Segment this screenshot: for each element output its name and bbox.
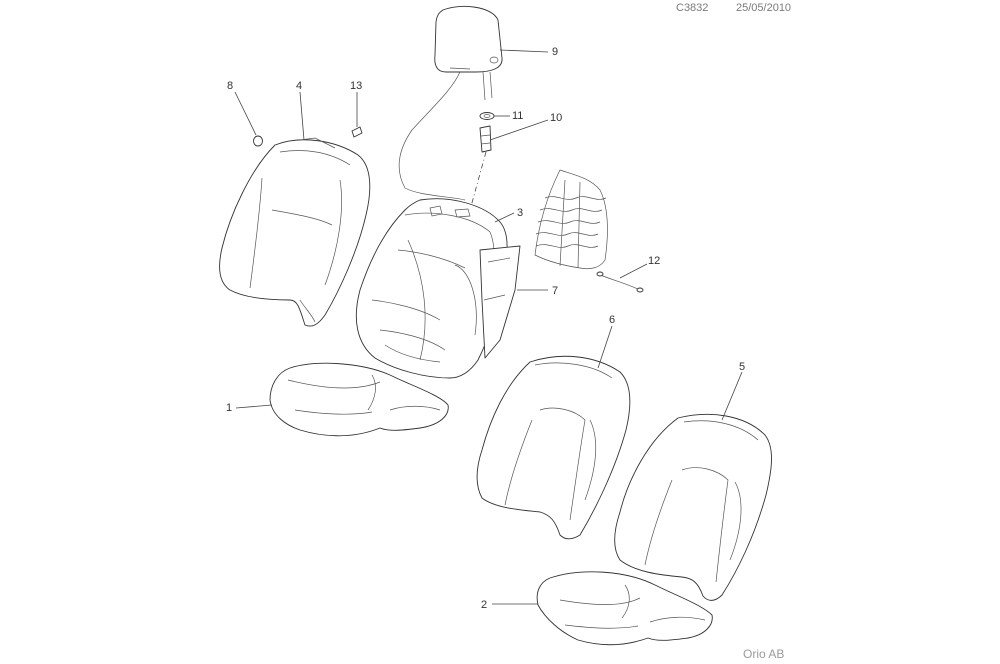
leader-lines xyxy=(234,49,743,605)
drawing-code: C3832 xyxy=(676,2,709,14)
callout-3: 3 xyxy=(517,207,523,219)
part-spring-mat xyxy=(534,169,608,270)
callout-5: 5 xyxy=(739,361,745,373)
part-seat-cushion-pad xyxy=(269,362,449,437)
part-headrest xyxy=(398,5,503,201)
callout-labels: 1 2 3 4 5 6 7 8 9 10 11 12 13 xyxy=(226,46,745,611)
part-backrest-cover-middle xyxy=(476,355,631,540)
part-clip xyxy=(253,135,263,147)
part-seat-cushion-cover xyxy=(536,571,713,646)
callout-13: 13 xyxy=(350,80,362,92)
callout-10: 10 xyxy=(550,112,562,124)
part-headrest-guide xyxy=(479,125,492,153)
drawing-date: 25/05/2010 xyxy=(736,2,792,14)
callout-8: 8 xyxy=(227,80,233,92)
callout-11: 11 xyxy=(512,110,523,122)
part-side-panel xyxy=(479,245,521,359)
callout-1: 1 xyxy=(226,402,232,414)
callout-9: 9 xyxy=(552,46,558,58)
callout-2: 2 xyxy=(481,599,487,611)
callout-7: 7 xyxy=(552,285,558,297)
part-fastener xyxy=(351,126,363,138)
part-backrest-frame xyxy=(355,198,508,379)
brand-footer: Orio AB xyxy=(743,647,785,661)
part-guide-ring xyxy=(479,112,495,120)
part-backrest-cover-left xyxy=(219,137,371,327)
callout-6: 6 xyxy=(609,314,615,326)
callout-4: 4 xyxy=(296,80,302,92)
part-sensor-wire xyxy=(596,271,644,293)
callout-12: 12 xyxy=(648,255,660,267)
part-backrest-cover-right xyxy=(614,413,772,601)
